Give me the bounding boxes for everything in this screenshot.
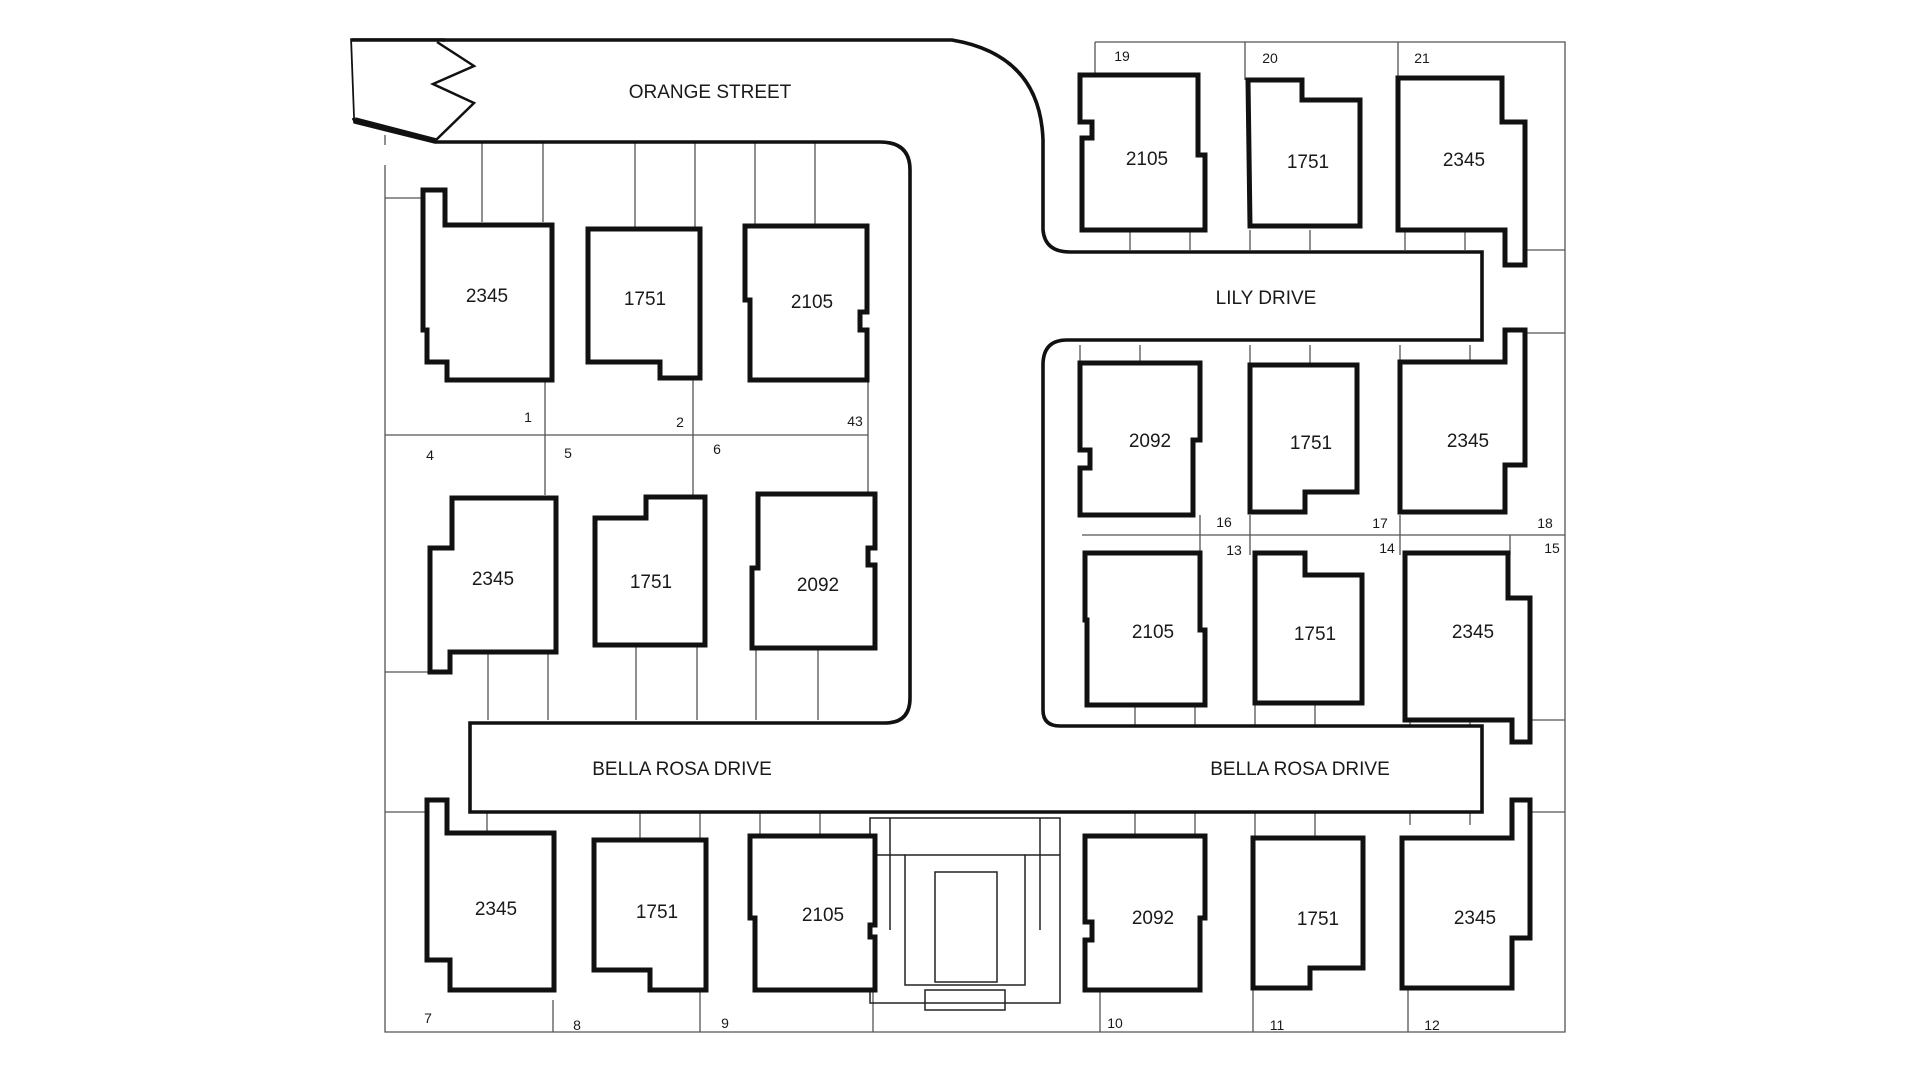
house-lot-5 [592, 494, 708, 648]
lot-number-20: 20 [1262, 50, 1278, 66]
house-lot-16 [1077, 360, 1203, 518]
plan-label-lot-43: 2105 [791, 292, 833, 313]
house-lot-9 [747, 833, 878, 993]
lot-number-8: 8 [573, 1017, 581, 1033]
house-lot-12 [1399, 797, 1533, 991]
house-lot-8 [591, 837, 709, 993]
street-label-bella-rosa-east: BELLA ROSA DRIVE [1210, 759, 1390, 780]
plan-label-lot-19: 2105 [1126, 149, 1168, 170]
house-lot-19 [1077, 72, 1208, 233]
plan-label-lot-1: 2345 [466, 286, 508, 307]
plan-label-lot-2: 1751 [624, 289, 666, 310]
house-lot-14 [1252, 550, 1365, 706]
street-label-bella-rosa-west: BELLA ROSA DRIVE [592, 759, 772, 780]
amenity-area [869, 817, 1061, 1011]
plan-label-lot-16: 2092 [1129, 431, 1171, 452]
plan-label-lot-17: 1751 [1290, 433, 1332, 454]
plan-label-lot-12: 2345 [1454, 908, 1496, 929]
lot-number-15: 15 [1544, 540, 1560, 556]
lot-number-17: 17 [1372, 515, 1388, 531]
plan-label-lot-8: 1751 [636, 902, 678, 923]
lot-number-4: 4 [426, 447, 434, 463]
plan-label-lot-4: 2345 [472, 569, 514, 590]
lot-number-6: 6 [713, 441, 721, 457]
house-lot-7 [424, 797, 557, 993]
lot-number-21: 21 [1414, 50, 1430, 66]
lot-number-16: 16 [1216, 514, 1232, 530]
lot-number-12: 12 [1424, 1017, 1440, 1033]
lot-numbers: 1 2 43 4 5 6 7 8 9 10 11 12 13 14 15 16 … [424, 48, 1560, 1033]
house-lot-18 [1397, 327, 1528, 515]
plan-label-lot-9: 2105 [802, 905, 844, 926]
house-lot-43 [742, 223, 870, 383]
plan-label-lot-21: 2345 [1443, 150, 1485, 171]
plan-label-lot-15: 2345 [1452, 622, 1494, 643]
lot-number-10: 10 [1107, 1015, 1123, 1031]
plan-label-lot-6: 2092 [797, 575, 839, 596]
house-lot-17 [1247, 362, 1360, 515]
plan-label-lot-10: 2092 [1132, 908, 1174, 929]
house-lot-21 [1395, 75, 1528, 268]
house-lot-20 [1245, 77, 1363, 229]
house-lot-6 [749, 491, 878, 651]
orange-street-road [350, 38, 1484, 814]
plan-labels: 2345 1751 2105 2345 1751 2092 2345 1751 … [466, 149, 1496, 930]
plan-label-lot-14: 1751 [1294, 624, 1336, 645]
lot-lines [384, 41, 1566, 1033]
street-label-orange: ORANGE STREET [629, 82, 792, 103]
house-lot-10 [1082, 833, 1208, 993]
house-lot-15 [1402, 550, 1533, 745]
plan-label-lot-7: 2345 [475, 899, 517, 920]
lot-number-18: 18 [1537, 515, 1553, 531]
lot-number-19: 19 [1114, 48, 1130, 64]
lot-number-43: 43 [847, 413, 863, 429]
lot-number-2: 2 [676, 414, 684, 430]
lot-number-7: 7 [424, 1010, 432, 1026]
plan-label-lot-5: 1751 [630, 572, 672, 593]
house-lot-11 [1250, 835, 1366, 991]
plan-label-lot-11: 1751 [1297, 909, 1339, 930]
plan-label-lot-18: 2345 [1447, 431, 1489, 452]
house-lot-2 [585, 226, 703, 381]
lot-number-5: 5 [564, 445, 572, 461]
plan-label-lot-20: 1751 [1287, 152, 1329, 173]
lot-number-1: 1 [524, 409, 532, 425]
lot-number-13: 13 [1226, 542, 1242, 558]
street-labels: ORANGE STREET LILY DRIVE BELLA ROSA DRIV… [592, 82, 1390, 780]
roads [350, 38, 1484, 814]
house-lot-1 [420, 187, 555, 383]
houses [420, 72, 1533, 993]
lot-number-14: 14 [1379, 540, 1395, 556]
street-label-lily: LILY DRIVE [1216, 288, 1317, 309]
lot-number-11: 11 [1270, 1017, 1285, 1033]
house-lot-13 [1082, 550, 1208, 708]
house-lot-4 [427, 495, 559, 675]
plan-label-lot-13: 2105 [1132, 622, 1174, 643]
lot-number-9: 9 [721, 1015, 729, 1031]
